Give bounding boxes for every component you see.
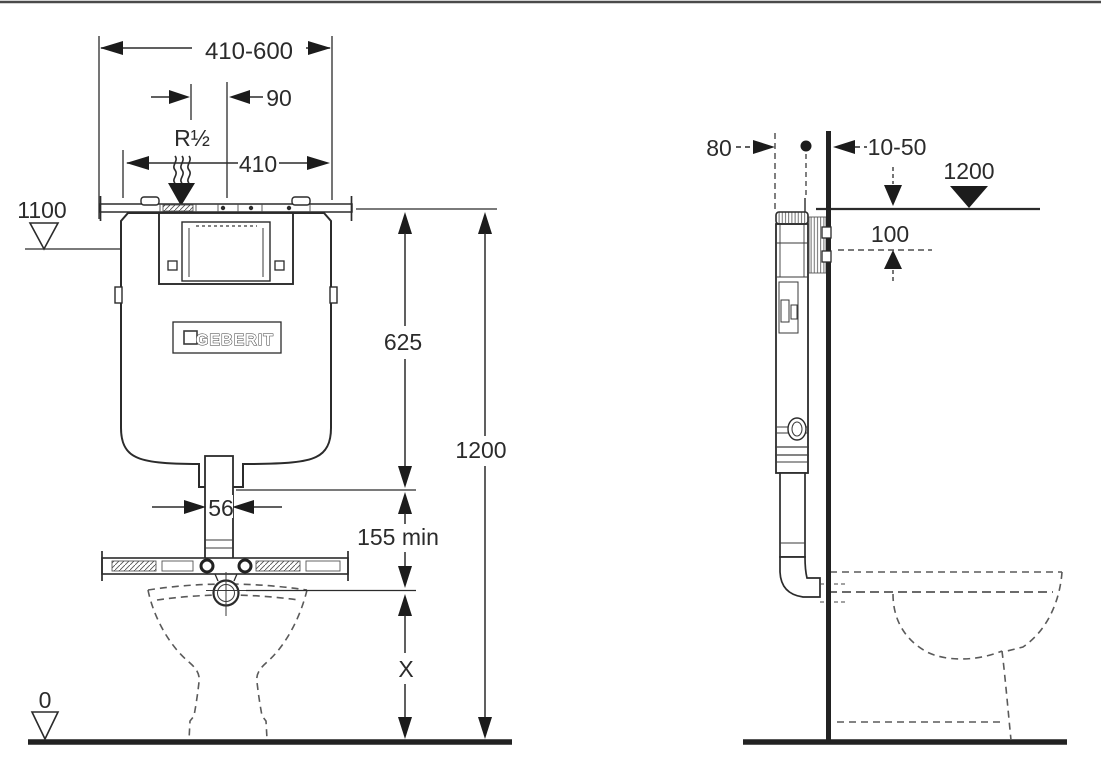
cistern-lid: [775, 211, 809, 225]
fixation-rail: [101, 551, 349, 581]
level-0-label: 0: [39, 687, 52, 713]
level-triangle-open: [28, 222, 60, 251]
dim-cistern-height: 625: [384, 212, 422, 488]
wall-bracket-left: [140, 196, 160, 206]
dim-supply-offset: 90: [151, 82, 292, 198]
level-triangle-open: [30, 711, 60, 741]
rail-bolt-left: [199, 558, 215, 574]
dim-outlet-width-label: 56: [208, 495, 234, 521]
logo-square-icon: [183, 330, 198, 345]
level-marker-1200-side: 1200: [816, 158, 1040, 211]
wall-bracket-right: [291, 196, 311, 206]
dim-rail-width: 410: [122, 150, 330, 198]
dim-width-range-label: 410-600: [205, 38, 293, 65]
dim-offset-height-label: 100: [871, 221, 909, 247]
wall-line: [826, 131, 831, 742]
reference-dot: [800, 140, 812, 152]
dim-supply-offset-label: 90: [266, 85, 292, 111]
wall-plate-hatch: [808, 216, 827, 274]
dim-depth-label: 80: [706, 135, 732, 161]
side-clip-left: [114, 286, 123, 304]
level-marker-0: 0: [30, 687, 60, 741]
inlet-fitting: [787, 417, 807, 441]
front-view: 410-600 90 R½: [17, 36, 512, 745]
mounting-rail: [99, 196, 353, 221]
level-triangle-filled: [950, 186, 988, 208]
dim-min-distance-label: 155 min: [357, 524, 439, 550]
flush-bend-side: [779, 472, 846, 603]
dim-min-distance: 155 min: [357, 492, 439, 588]
toilet-bowl-side-outline: [830, 571, 1063, 741]
toilet-bowl-front-outline: [147, 583, 308, 741]
fixing-tab-upper: [821, 226, 832, 239]
dim-offset-height: 100: [838, 221, 932, 282]
outlet-connector: [206, 572, 246, 616]
logo-text: GEBERIT: [196, 332, 274, 349]
dim-depth: 80: [706, 133, 776, 209]
service-opening: [158, 212, 294, 285]
dim-total-height-label: 1200: [455, 437, 506, 463]
side-view: 80 10-50 1200 100: [706, 131, 1067, 745]
side-clip-right: [329, 286, 338, 304]
water-wave-icon: [173, 155, 191, 184]
dim-cistern-height-label: 625: [384, 329, 422, 355]
cistern-side: [775, 211, 809, 474]
rail-bolt-right: [237, 558, 253, 574]
supply-thread-label: R½: [174, 125, 210, 151]
dim-width-range: 410-600: [98, 36, 333, 219]
dim-wall-finish-label: 10-50: [868, 134, 927, 160]
supply-arrow-icon: [168, 183, 195, 206]
level-1200-label: 1200: [943, 158, 994, 184]
rail-hatch: [162, 204, 194, 212]
front-face-marker: [800, 140, 812, 212]
water-supply-symbol: R½: [168, 125, 210, 206]
dim-outlet-width: 56: [152, 495, 282, 521]
cistern-front: GEBERIT: [114, 212, 338, 488]
dim-variable-height: X: [398, 594, 414, 739]
dim-variable-height-label: X: [398, 656, 413, 682]
level-1100-label: 1100: [17, 197, 66, 223]
fixing-tab-lower: [821, 250, 832, 263]
dim-wall-finish: 10-50: [833, 134, 926, 160]
level-marker-1100: 1100: [17, 197, 121, 251]
geberit-logo: GEBERIT: [172, 321, 282, 354]
dim-rail-width-label: 410: [239, 151, 277, 177]
dim-arrow-left: [100, 41, 123, 55]
dim-total-height: 1200: [455, 212, 507, 739]
dim-arrow-right: [308, 41, 331, 55]
